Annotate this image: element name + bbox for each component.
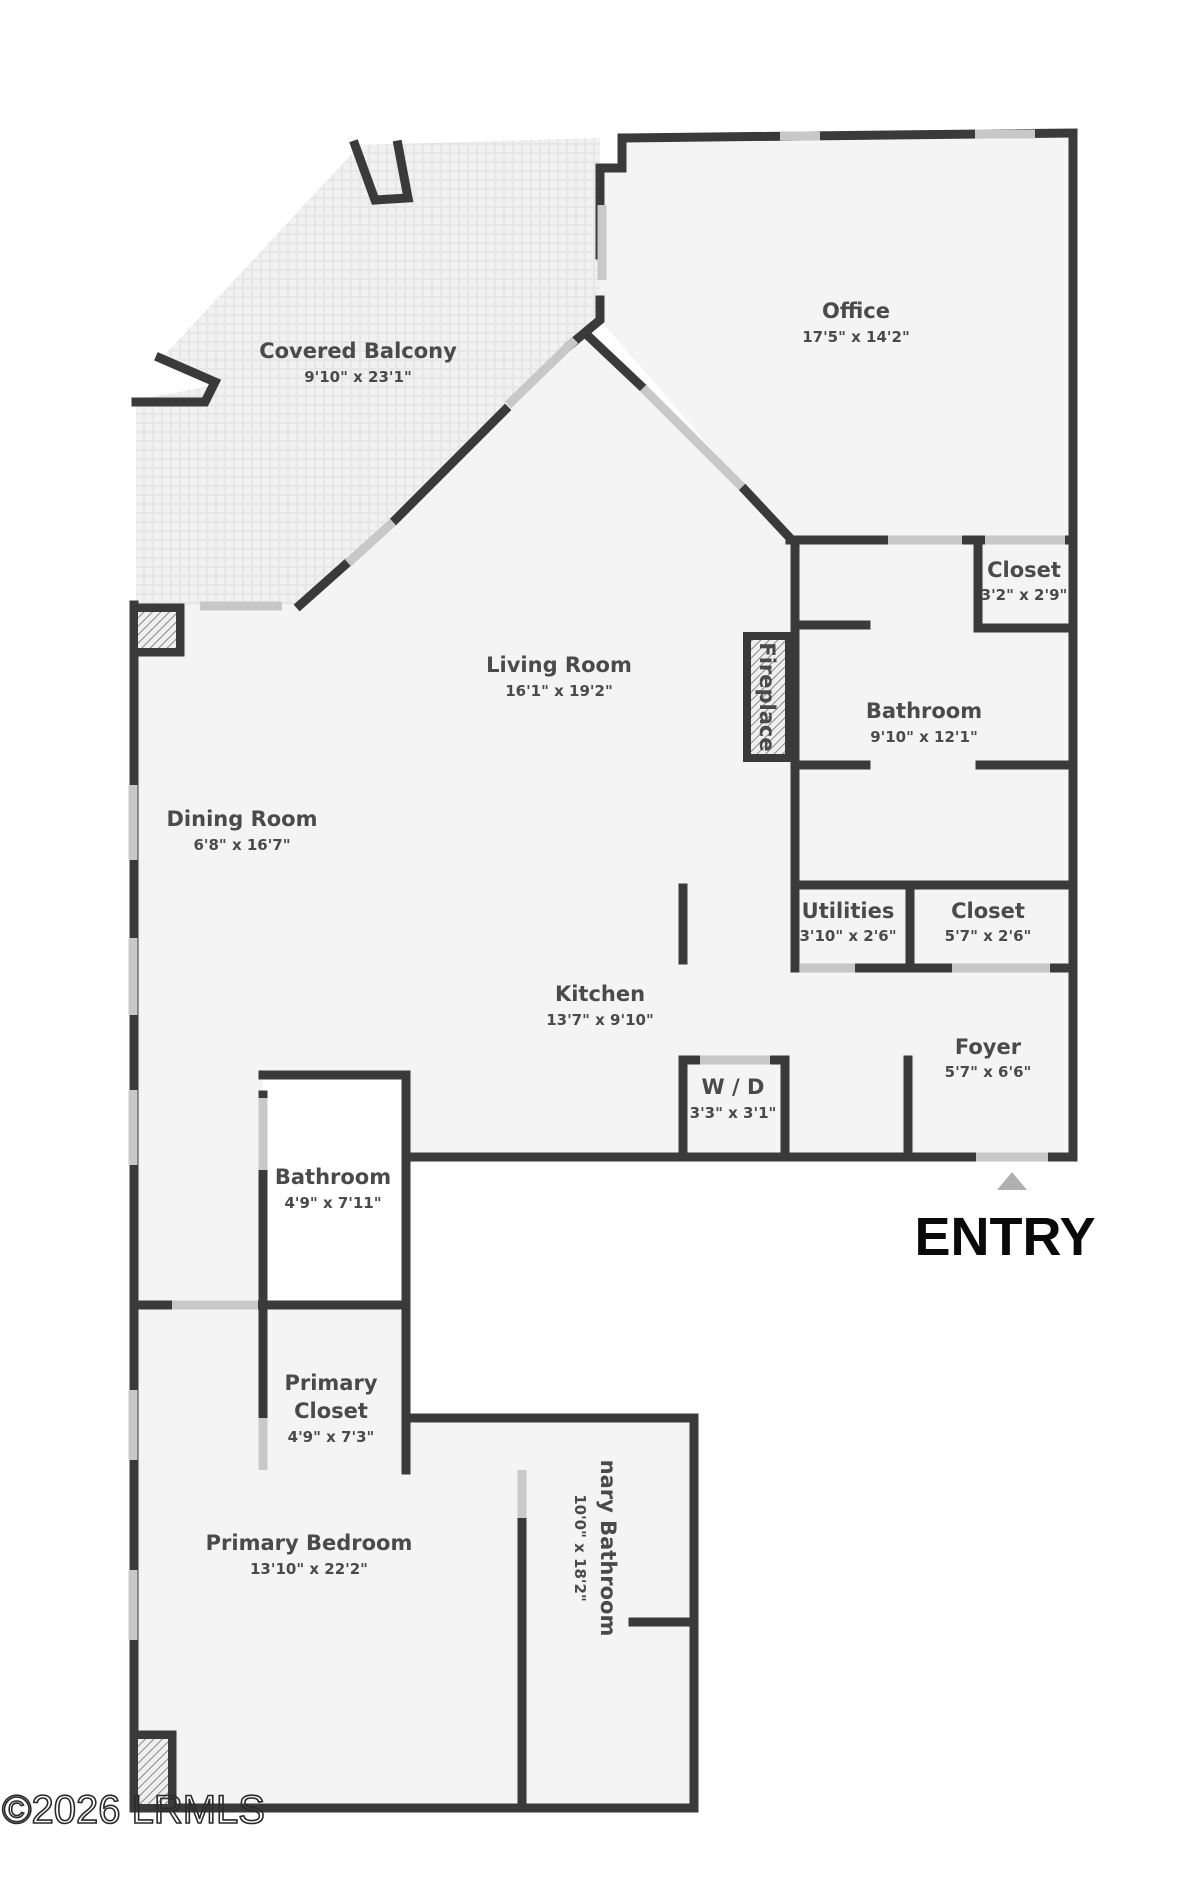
office-diagonal-wall-lower — [738, 483, 797, 545]
balcony-living-diagonal-mid — [388, 403, 512, 527]
kitchen-dims: 13'7" x 9'10" — [546, 1011, 654, 1029]
bathroom-west-name: Bathroom — [275, 1165, 391, 1189]
office-floor — [600, 133, 1073, 540]
office-dims: 17'5" x 14'2" — [802, 328, 910, 346]
closet-upper-name: Closet — [987, 558, 1061, 582]
utilities-name: Utilities — [802, 899, 895, 923]
bedroom-corner-hatch — [138, 1739, 168, 1804]
foyer-dims: 5'7" x 6'6" — [945, 1063, 1032, 1081]
office-name: Office — [822, 299, 890, 323]
fireplace: Fireplace — [743, 632, 793, 762]
copyright-watermark: ©2026 LRMLS — [2, 1788, 265, 1832]
balcony-corner-hatch — [138, 612, 176, 648]
utilities-dims: 3'10" x 2'6" — [799, 927, 896, 945]
bathroom-east-dims: 9'10" x 12'1" — [870, 728, 978, 746]
diagonal-window-1 — [504, 336, 579, 409]
wd-enclosure-right — [765, 1055, 790, 1162]
balcony-notch-top — [349, 139, 414, 205]
office-diagonal-window — [639, 384, 746, 491]
primary-bedroom-name: Primary Bedroom — [206, 1531, 413, 1555]
dining-room-name: Dining Room — [167, 807, 318, 831]
bedroom-wing-floor — [134, 1305, 694, 1808]
primary-bathroom-name: nary Bathroom — [596, 1460, 620, 1637]
wd-dims: 3'3" x 3'1" — [690, 1104, 777, 1122]
living-room-dims: 16'1" x 19'2" — [505, 682, 613, 700]
fireplace-label: Fireplace — [755, 642, 779, 751]
entry-label: ENTRY — [914, 1207, 1095, 1267]
wd-name: W / D — [702, 1075, 765, 1099]
balcony-corner-block — [129, 603, 185, 657]
kitchen-name: Kitchen — [555, 982, 645, 1006]
covered-balcony-dims: 9'10" x 23'1" — [304, 368, 412, 386]
primary-bathroom-dims: 10'0" x 18'2" — [571, 1494, 589, 1602]
east-wing-floor — [790, 540, 1073, 885]
dining-room-dims: 6'8" x 16'7" — [193, 836, 290, 854]
room-labels: Covered Balcony 9'10" x 23'1" Office 17'… — [167, 299, 1068, 1636]
wd-enclosure — [678, 1055, 705, 1162]
entry-arrow-icon — [997, 1172, 1027, 1190]
windows — [128, 129, 1065, 1640]
primary-closet-name-line1: Primary — [284, 1371, 377, 1395]
bathroom-west-dims: 4'9" x 7'11" — [284, 1194, 381, 1212]
balcony-notch-left — [131, 352, 222, 407]
closet-upper-wall — [973, 535, 1078, 633]
closet-lower-name: Closet — [951, 899, 1025, 923]
primary-bedroom-dims: 13'10" x 22'2" — [250, 1560, 368, 1578]
covered-balcony-floor — [136, 138, 600, 605]
closet-lower-dims: 5'7" x 2'6" — [945, 927, 1032, 945]
living-room-name: Living Room — [486, 653, 632, 677]
office-diagonal-wall — [578, 326, 647, 392]
primary-closet-dims: 4'9" x 7'3" — [288, 1428, 375, 1446]
balcony-living-diagonal-top — [563, 295, 605, 352]
floor-fills — [134, 133, 1073, 1808]
office-notch-wall — [603, 140, 627, 173]
diagonal-window-2 — [344, 518, 397, 567]
bedroom-corner-block — [129, 1730, 177, 1813]
balcony-living-diagonal — [293, 558, 352, 612]
foyer-name: Foyer — [955, 1035, 1022, 1059]
closet-upper-dims: 3'2" x 2'9" — [981, 586, 1068, 604]
main-floor — [134, 330, 1073, 1305]
primary-closet-name-line2: Closet — [294, 1399, 368, 1423]
bathroom-east-name: Bathroom — [866, 699, 982, 723]
covered-balcony-name: Covered Balcony — [259, 339, 457, 363]
